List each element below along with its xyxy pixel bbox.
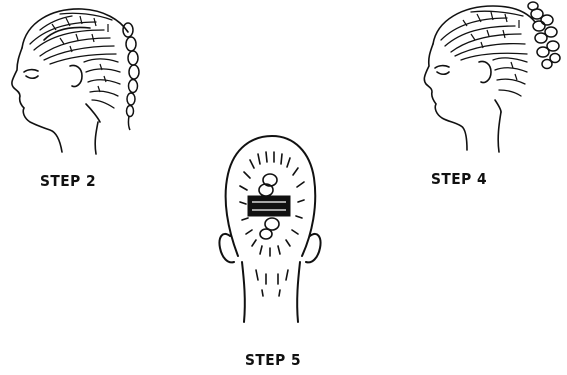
step-4-head-illustration [415,0,567,160]
step-2-label: STEP 2 [40,172,96,190]
step-4-label: STEP 4 [431,170,487,188]
step-2-head-illustration [0,0,160,160]
step-5-head-illustration [200,130,340,335]
step-5-label: STEP 5 [245,351,301,369]
